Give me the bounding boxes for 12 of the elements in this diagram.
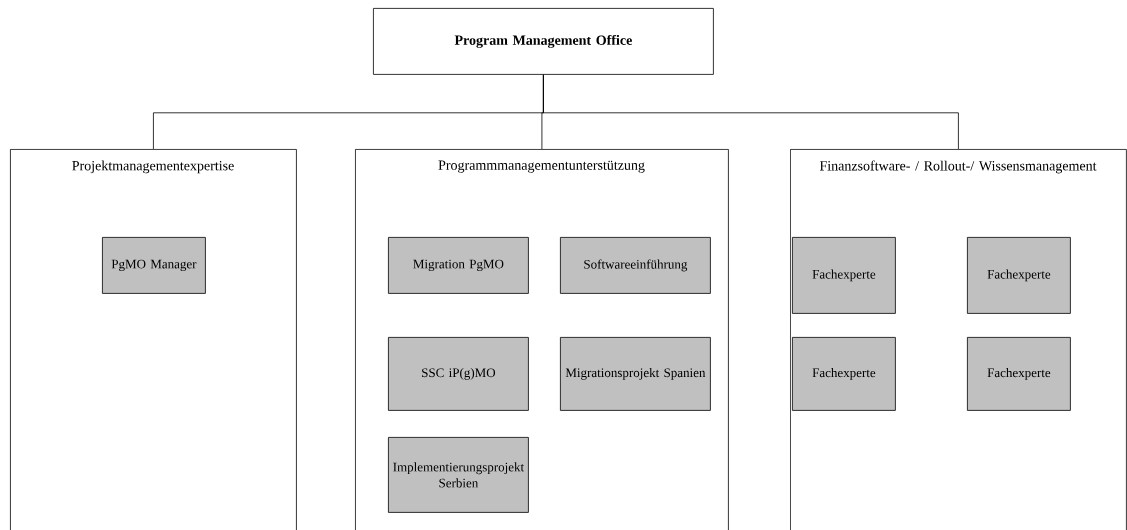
role-box: Migration PgMO [388, 237, 529, 294]
office-box: Program Management Office [373, 8, 714, 75]
role-box: SSC iP(g)MO [388, 337, 529, 411]
role-box: Softwareeinführung [560, 237, 711, 294]
role-box: Fachexperte [792, 237, 896, 314]
role-box: Fachexperte [967, 337, 1071, 411]
role-box: Implementierungsprojekt Serbien [388, 437, 529, 513]
role-box: PgMO Manager [102, 237, 206, 294]
role-box: Migrationsprojekt Spanien [560, 337, 711, 411]
role-box: Fachexperte [967, 237, 1071, 314]
role-box: Fachexperte [792, 337, 896, 411]
connector-line [543, 74, 959, 150]
